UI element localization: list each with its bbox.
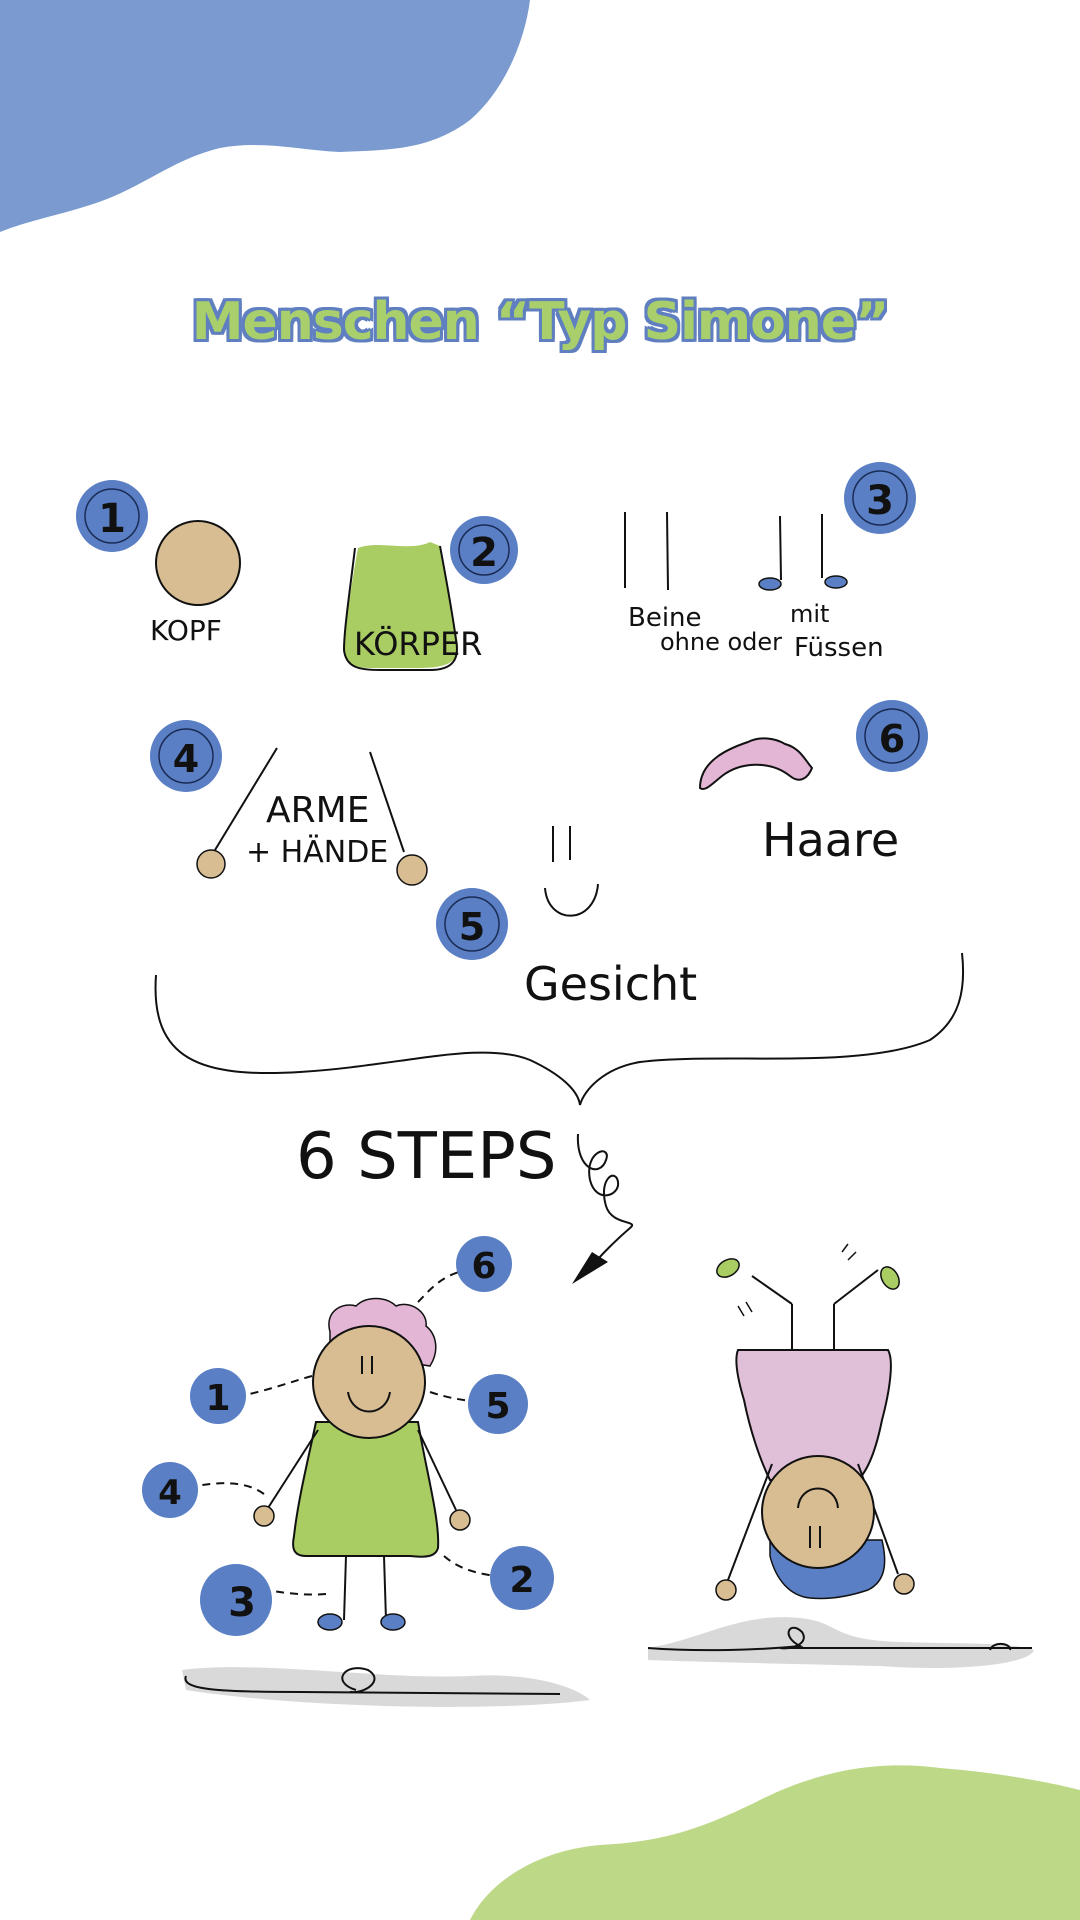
label-kopf: KOPF — [150, 614, 222, 647]
label-haare: Haare — [762, 813, 899, 867]
figure-badge-1 — [190, 1368, 246, 1424]
number-3: 3 — [866, 478, 894, 524]
number-1: 1 — [98, 496, 126, 542]
foot-left — [758, 577, 782, 591]
label-ohne-oder: ohne oder — [660, 628, 782, 656]
number-badge-2 — [450, 516, 518, 584]
svg-text:1: 1 — [205, 1378, 230, 1419]
foot-right — [824, 575, 848, 589]
number-badge-4 — [150, 720, 222, 792]
step-1-head: 1 KOPF — [76, 480, 241, 647]
label-arme: ARME — [266, 790, 369, 831]
page-title: Menschen “Typ Simone” — [191, 292, 890, 352]
figure-badge-3 — [200, 1564, 272, 1636]
step-6-hair: 6 Haare — [698, 700, 928, 867]
step-3-legs: Beine ohne oder mit Füssen 3 — [624, 462, 916, 663]
label-gesicht: Gesicht — [524, 957, 697, 1011]
svg-text:3: 3 — [228, 1580, 256, 1626]
figure-badge-6 — [456, 1236, 512, 1292]
label-haende: + HÄNDE — [246, 834, 388, 870]
handstand-head — [761, 1455, 875, 1569]
curly-arrow — [576, 1133, 634, 1267]
figure-body — [292, 1421, 440, 1558]
hair-shape — [698, 737, 814, 790]
step-4-arms: 4 ARME + HÄNDE — [150, 720, 428, 886]
ground-shadow-left — [182, 1667, 590, 1707]
svg-text:2: 2 — [509, 1560, 534, 1601]
head-circle — [155, 520, 241, 606]
number-4: 4 — [173, 737, 199, 781]
label-koerper: KÖRPER — [354, 625, 482, 663]
step-2-body: KÖRPER 2 — [342, 516, 518, 671]
figure-standing: 6 1 5 4 2 3 — [142, 1236, 590, 1707]
hand-left — [196, 849, 226, 879]
hand-right — [396, 854, 428, 886]
number-5: 5 — [459, 905, 485, 949]
label-mit: mit — [790, 600, 829, 628]
number-badge-1 — [76, 480, 148, 552]
figure-badge-5 — [468, 1374, 528, 1434]
number-badge-6 — [856, 700, 928, 772]
label-beine: Beine — [628, 603, 702, 633]
number-2: 2 — [470, 530, 498, 576]
number-6: 6 — [879, 717, 905, 761]
figure-badge-2 — [490, 1546, 554, 1610]
label-fuessen: Füssen — [794, 633, 884, 663]
figure-head — [312, 1325, 426, 1439]
svg-text:4: 4 — [158, 1473, 182, 1513]
arrow-head — [572, 1252, 608, 1284]
svg-text:5: 5 — [485, 1386, 510, 1427]
bottom-right-green-blob — [470, 1765, 1080, 1920]
body-shape — [343, 542, 459, 668]
figure-badge-4 — [142, 1462, 198, 1518]
number-badge-5 — [436, 888, 508, 960]
number-badge-3 — [844, 462, 916, 534]
steps-heading: 6 STEPS — [296, 1120, 556, 1194]
step-5-face: 5 Gesicht — [436, 826, 697, 1011]
curly-brace — [154, 952, 965, 1106]
figure-handstand — [647, 1243, 1034, 1669]
top-left-blue-blob — [0, 0, 530, 232]
svg-text:6: 6 — [471, 1246, 496, 1287]
ground-shadow-right — [648, 1617, 1034, 1669]
